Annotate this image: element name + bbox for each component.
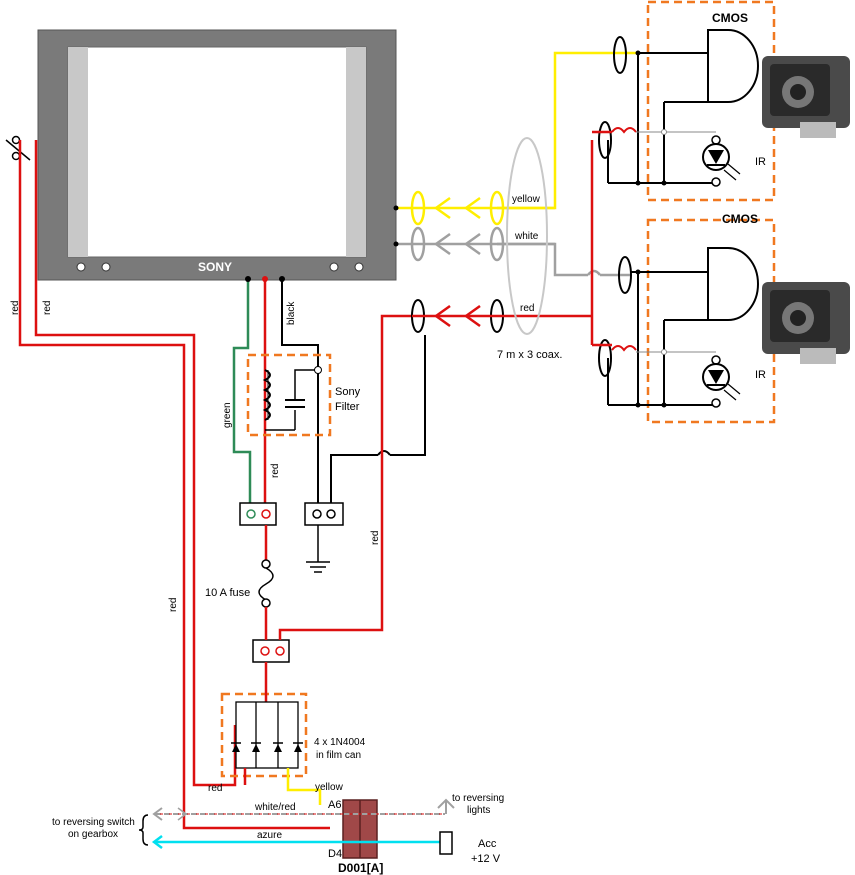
acc-label-2: +12 V <box>471 853 501 865</box>
black-label: black <box>286 301 297 325</box>
camera-1-ir-label: IR <box>755 156 766 168</box>
filter-label-2: Filter <box>335 401 360 413</box>
cable-white-label: white <box>514 231 539 242</box>
diode-label-1: 4 x 1N4004 <box>314 737 366 748</box>
yellow-label: yellow <box>315 782 344 793</box>
cable-label: 7 m x 3 coax. <box>497 349 562 361</box>
reverse-switch-symbol <box>5 135 31 161</box>
connector-name: D001[A] <box>338 861 383 875</box>
camera-2-ir-label: IR <box>755 369 766 381</box>
white-red-label: white/red <box>254 802 296 813</box>
connector-d001: A6 D4 D001[A] <box>328 799 383 875</box>
monitor-brand: SONY <box>198 260 232 274</box>
camera-2-sensor-label: CMOS <box>722 212 758 226</box>
azure-label: azure <box>257 830 282 841</box>
terminal-block-2 <box>304 502 344 526</box>
red-left-label-1: red <box>10 301 21 315</box>
camera-1-sensor-label: CMOS <box>712 11 748 25</box>
diode-can: 4 x 1N4004 in film can <box>220 662 366 778</box>
monitor: SONY <box>37 29 397 281</box>
camera-1: CMOS IR <box>592 0 850 202</box>
terminal-block-1 <box>239 502 277 526</box>
camera-2-image <box>762 282 850 364</box>
pin-d4: D4 <box>328 848 342 860</box>
red-diode-label: red <box>208 783 222 794</box>
red-mid-label: red <box>168 598 179 612</box>
red-fuse-label: red <box>270 464 281 478</box>
coax-red <box>411 140 594 345</box>
fuse-label: 10 A fuse <box>205 587 250 599</box>
reverse-lights-label-1: to reversing <box>452 793 504 804</box>
camera-2: CMOS IR <box>592 212 850 424</box>
reverse-switch-label-2: on gearbox <box>68 829 118 840</box>
camera-1-image <box>762 56 850 138</box>
acc-label-1: Acc <box>478 838 497 850</box>
pin-a6: A6 <box>328 799 341 811</box>
ground-symbol <box>306 525 330 573</box>
coax-yellow <box>393 51 638 226</box>
cable-red-label: red <box>520 303 534 314</box>
black-wire <box>281 278 319 507</box>
red-left-label-2: red <box>42 301 53 315</box>
diode-label-2: in film can <box>316 750 361 761</box>
reverse-switch-label-1: to reversing switch <box>52 817 135 828</box>
cable-yellow-label: yellow <box>512 194 541 205</box>
filter-label-1: Sony <box>335 386 361 398</box>
red-right-label: red <box>370 531 381 545</box>
green-wire <box>232 278 252 507</box>
green-label: green <box>222 402 233 428</box>
cable-bundle <box>506 137 548 335</box>
coax-white <box>393 226 630 277</box>
terminal-block-3 <box>252 639 290 663</box>
reverse-lights-label-2: lights <box>467 805 490 816</box>
sony-filter: Sony Filter <box>246 353 361 437</box>
